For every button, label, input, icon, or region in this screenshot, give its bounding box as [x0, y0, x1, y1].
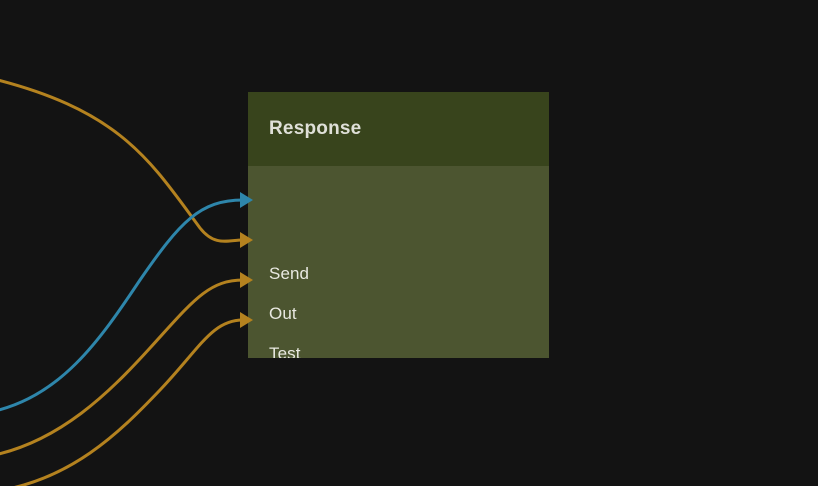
port-label-test: Test [269, 344, 301, 358]
port-row-test[interactable]: Test [248, 342, 549, 358]
port-marker-send-arrow-right-icon[interactable] [240, 192, 253, 208]
edge-to-send[interactable] [0, 198, 245, 412]
edge-to-out[interactable] [0, 78, 245, 243]
port-label-send: Send [269, 264, 310, 283]
port-row-out[interactable]: Out [248, 302, 549, 326]
node-body: Send Out Test UserOk [248, 166, 549, 358]
port-row-send[interactable]: Send [248, 262, 549, 286]
edge-to-test[interactable] [0, 278, 245, 456]
port-label-out: Out [269, 304, 297, 323]
edge-to-userok[interactable] [0, 318, 245, 486]
node-header[interactable]: Response [248, 92, 549, 166]
node-response[interactable]: Response Send Out Test UserOk [248, 92, 549, 358]
node-title: Response [269, 118, 362, 139]
port-marker-test-arrow-right-icon[interactable] [240, 272, 253, 288]
port-marker-out-arrow-right-icon[interactable] [240, 232, 253, 248]
port-marker-userok-arrow-right-icon[interactable] [240, 312, 253, 328]
